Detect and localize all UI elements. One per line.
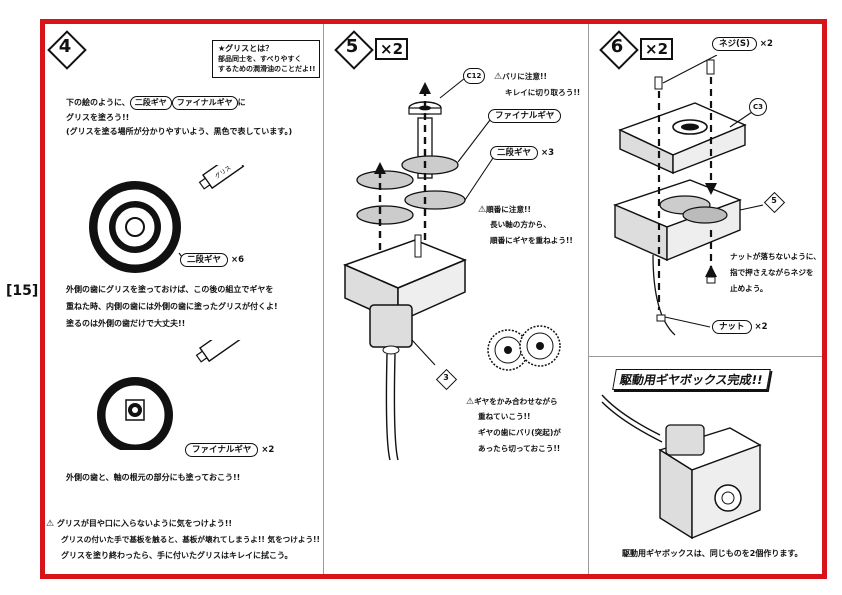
gearbox-base-icon [342, 234, 467, 324]
final-gear-part-icon [401, 117, 459, 179]
intro-suffix: に [237, 98, 246, 107]
nut-qty: ×2 [754, 322, 768, 332]
final-gear-qty: ×2 [261, 445, 275, 455]
order-note-line2: 長い軸の方から、 [490, 220, 551, 229]
step5-two-stage-qty: ×3 [540, 148, 555, 158]
step4-line3: (グリスを塗る場所が分かりやすいよう、黒色で表しています。) [66, 127, 293, 136]
warning1-text: グリスが目や口に入らないように気をつけよう!! [56, 519, 233, 528]
column-divider-1 [323, 24, 324, 574]
callout-3: 3 [443, 373, 449, 382]
stacked-gears-icon [356, 170, 466, 225]
nut-note-line3: 止めよう。 [730, 284, 768, 293]
mesh-note-line3: ギヤの歯にバリ(突起)が [478, 428, 561, 437]
burr-note: ⚠バリに注意!! [494, 72, 547, 82]
meshing-gears-icon [487, 325, 561, 371]
intro-gear-b: ファイナルギヤ [171, 96, 238, 110]
final-gear-icon [97, 377, 173, 450]
mesh-note-line2: 重ねていこう!! [478, 412, 531, 421]
order-note-line1: 順番に注意!! [486, 205, 531, 214]
column-divider-2 [588, 24, 589, 574]
step5-final-gear-label: ファイナルギヤ [488, 109, 562, 123]
gearbox-cover-icon [618, 102, 747, 175]
final-gear-name: ファイナルギヤ [185, 443, 259, 457]
section-divider [589, 356, 822, 357]
step4-intro: 下の絵のように、二段ギヤファイナルギヤに [66, 96, 246, 110]
grease-tube-icon: グリス [198, 165, 245, 190]
step6-multiplier: ×2 [640, 38, 674, 60]
step4-line2: グリスを塗ろう!! [66, 113, 130, 122]
mesh-note: ⚠ギヤをかみ合わせながら [466, 397, 558, 407]
step6-assembly-illustration [613, 55, 764, 336]
burr-note-line2: キレイに切り取ろう!! [505, 88, 581, 97]
order-warning-icon: ⚠ [478, 205, 487, 215]
mesh-note-line1: ギヤをかみ合わせながら [474, 397, 558, 406]
step4-warning1: ⚠ グリスが目や口に入らないように気をつけよう!! [46, 519, 232, 529]
nut-label: ナット ×2 [712, 320, 768, 334]
step4-para3: 塗るのは外側の歯だけで大丈夫!! [66, 319, 186, 328]
step4-para4: 外側の歯と、軸の根元の部分にも塗っておこう!! [66, 473, 241, 482]
step6-number: 6 [610, 36, 624, 57]
order-note-line3: 順番にギヤを重ねよう!! [490, 236, 573, 245]
motor-icon [369, 304, 413, 461]
screw-label: ネジ(S) ×2 [712, 37, 773, 51]
grease-note-box: ★グリスとは？ 部品同士を、すべりやすく するための潤滑油のことだよ!! [212, 40, 320, 78]
grease-note-line2: するための潤滑油のことだよ!! [218, 65, 316, 73]
mesh-warning-icon: ⚠ [466, 397, 475, 407]
two-stage-gear-label: 二段ギヤ ×6 [180, 253, 244, 267]
step4-para1: 外側の歯にグリスを塗っておけば、この後の組立でギヤを [66, 285, 274, 294]
two-stage-gear-illustration: グリス [89, 165, 245, 273]
callout-5: 5 [771, 196, 777, 205]
c12-callout: C12 [463, 68, 485, 84]
grease-note-line1: 部品同士を、すべりやすく [218, 55, 302, 63]
step5-assembly-illustration [342, 77, 561, 461]
step5-multiplier: ×2 [375, 38, 409, 60]
burr-note-line1: バリに注意!! [502, 72, 547, 81]
step4-number: 4 [58, 36, 72, 57]
two-stage-gear-icon [89, 181, 181, 273]
nut-icon [656, 276, 716, 322]
screw-icon [654, 59, 715, 90]
burr-warning-icon: ⚠ [494, 72, 503, 82]
grease-note-title: ★グリスとは？ [218, 44, 274, 53]
step4-warning2: グリスの付いた手で基板を触ると、基板が壊れてしまうよ!! 気をつけよう!! [61, 535, 320, 544]
gearbox-lower-icon [613, 179, 742, 336]
step4-para2: 重ねた時、内側の歯には外側の歯に塗ったグリスが付くよ! [66, 302, 278, 311]
step5-number: 5 [345, 36, 359, 57]
step5-two-stage-name: 二段ギヤ [490, 146, 539, 160]
step5-final-gear-name: ファイナルギヤ [488, 109, 562, 123]
screw-name: ネジ(S) [712, 37, 757, 51]
step5-two-stage-label: 二段ギヤ ×3 [490, 146, 554, 160]
intro-prefix: 下の絵のように、 [66, 98, 130, 107]
step4-warning3: グリスを塗り終わったら、手に付いたグリスはキレイに拭こう。 [61, 551, 293, 560]
completed-gearbox-illustration [601, 394, 762, 540]
two-stage-gear-name: 二段ギヤ [180, 253, 229, 267]
nut-note-line1: ナットが落ちないように、 [730, 252, 821, 261]
warning-icon: ⚠ [46, 519, 55, 529]
mesh-note-line4: あったら切っておこう!! [478, 444, 561, 453]
final-gear-label: ファイナルギヤ ×2 [185, 443, 274, 457]
nut-note-line2: 指で押さえながらネジを [730, 268, 814, 277]
nut-name: ナット [712, 320, 752, 334]
complete-title: 駆動用ギヤボックス完成!! [612, 369, 771, 390]
order-note: ⚠順番に注意!! [478, 205, 531, 215]
two-stage-gear-qty: ×6 [230, 255, 245, 265]
screw-qty: ×2 [759, 39, 773, 49]
page-number: [15] [6, 283, 39, 299]
final-gear-illustration [97, 340, 242, 450]
complete-caption: 駆動用ギヤボックスは、同じものを2個作ります。 [622, 549, 803, 558]
completed-gearbox-icon [658, 424, 762, 540]
intro-gear-a: 二段ギヤ [129, 96, 172, 110]
c3-callout: C3 [749, 98, 767, 116]
